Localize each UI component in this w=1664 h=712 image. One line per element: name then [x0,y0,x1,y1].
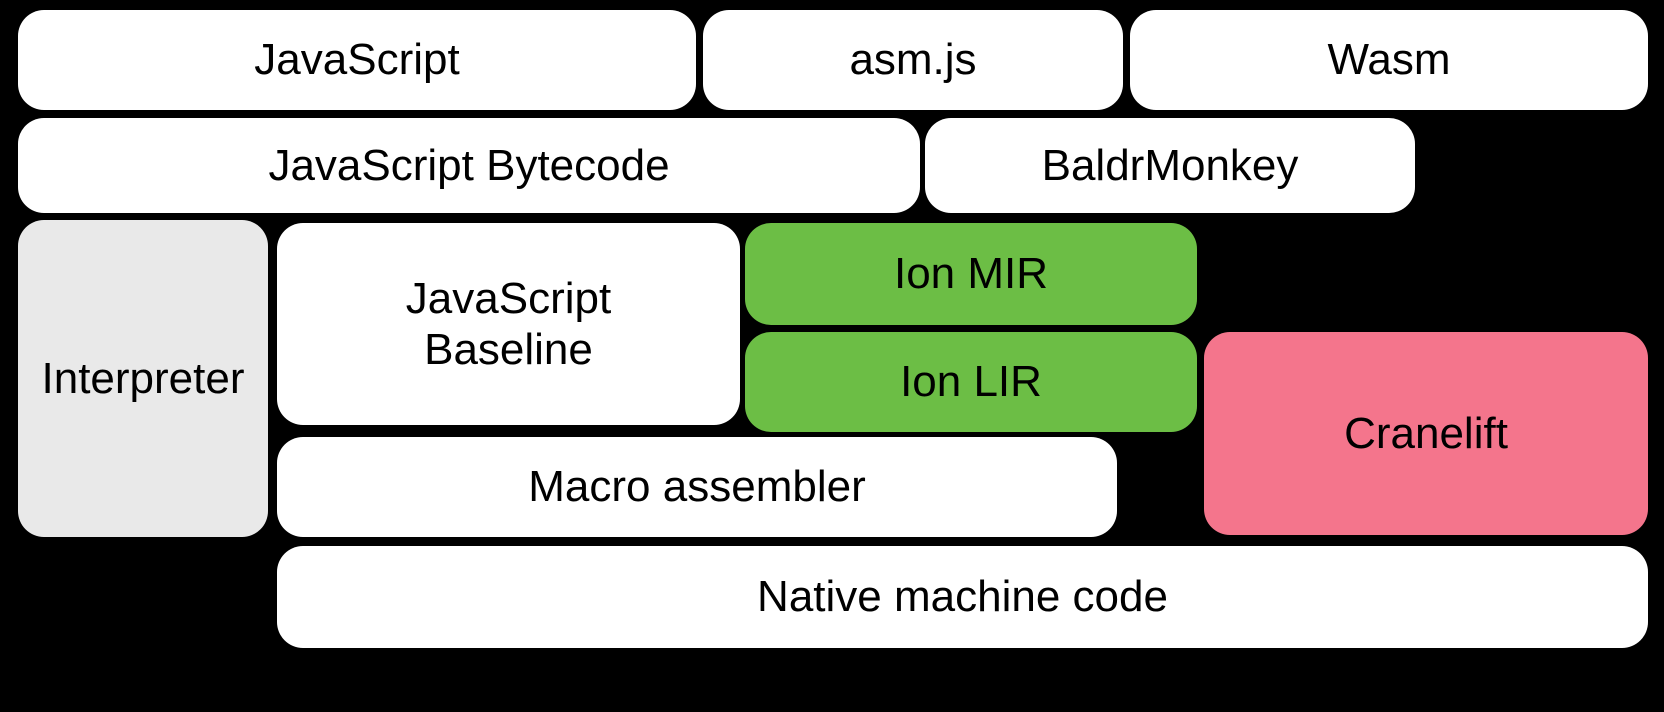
node-javascript-baseline: JavaScript Baseline [277,223,740,425]
node-label-ion-lir: Ion LIR [900,357,1042,407]
node-label-javascript-bytecode: JavaScript Bytecode [268,140,670,190]
node-label-javascript: JavaScript [254,35,460,85]
node-ion-mir: Ion MIR [745,223,1197,325]
node-asm-js: asm.js [703,10,1123,110]
node-wasm: Wasm [1130,10,1648,110]
node-macro-assembler: Macro assembler [277,437,1117,537]
node-native-machine-code: Native machine code [277,546,1648,648]
node-ion-lir: Ion LIR [745,332,1197,432]
node-label-javascript-baseline: JavaScript Baseline [405,273,612,374]
node-javascript: JavaScript [18,10,696,110]
node-label-native-machine-code: Native machine code [757,572,1168,622]
node-label-baldrmonkey: BaldrMonkey [1041,140,1299,190]
node-baldrmonkey: BaldrMonkey [925,118,1415,213]
node-interpreter: Interpreter [18,220,268,537]
node-label-asm-js: asm.js [849,35,977,85]
node-label-ion-mir: Ion MIR [893,249,1049,299]
node-label-interpreter: Interpreter [41,353,245,403]
node-label-macro-assembler: Macro assembler [528,462,866,512]
node-label-wasm: Wasm [1327,35,1451,85]
node-label-cranelift: Cranelift [1344,408,1508,458]
node-javascript-bytecode: JavaScript Bytecode [18,118,920,213]
node-cranelift: Cranelift [1204,332,1648,535]
